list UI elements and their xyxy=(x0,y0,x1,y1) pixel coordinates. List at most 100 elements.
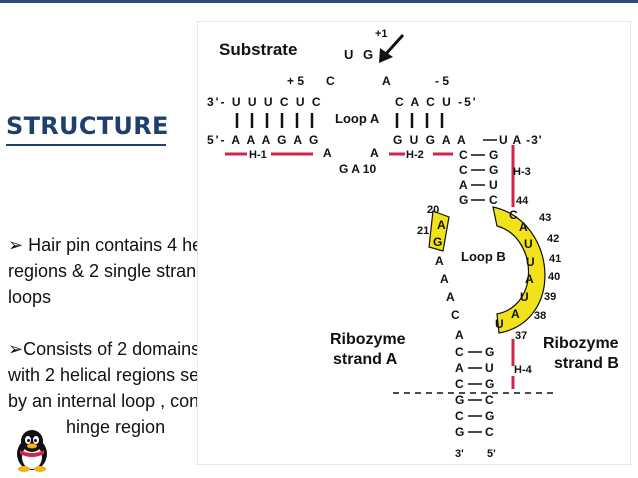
svg-text:A: A xyxy=(440,272,449,286)
helix4-pair-dashes xyxy=(468,351,482,433)
svg-text:U: U xyxy=(489,178,498,192)
svg-text:G: G xyxy=(485,345,494,359)
loop-b-yellow-left xyxy=(428,210,450,252)
position-44: 44 xyxy=(516,195,529,207)
substrate-label: Substrate xyxy=(219,40,297,59)
bullet-line: regions & 2 single stranded xyxy=(8,261,227,281)
helix1-pairs xyxy=(235,113,314,128)
position-20: 20 xyxy=(427,204,439,216)
top-accent-bar xyxy=(0,0,638,3)
svg-text:C: C xyxy=(455,345,464,359)
seq-ua3: U A -3' xyxy=(499,133,543,147)
helix2-label: H-2 xyxy=(406,149,424,161)
bullet-line: loops xyxy=(8,287,52,307)
svg-text:C: C xyxy=(459,148,468,162)
bullet-line: Consists of 2 domains , each xyxy=(23,339,255,359)
loop-b-yellow-right-nts: C A U U A U A U xyxy=(495,208,535,331)
helix3-pair-dashes xyxy=(471,154,485,201)
svg-text:G: G xyxy=(455,425,464,439)
helix4-left-strand: A C A C G C G xyxy=(455,328,464,439)
svg-text:U: U xyxy=(495,317,504,331)
helix3-right-strand: G G U C xyxy=(489,148,498,207)
loop-a-ga10: G A 10 xyxy=(339,162,376,176)
nt-a-top: A xyxy=(382,74,391,88)
bullet-list: ➢ Hair pin contains 4 helical regions & … xyxy=(8,232,338,440)
position-plus5: + 5 xyxy=(287,74,304,88)
svg-text:A: A xyxy=(446,290,455,304)
position-41: 41 xyxy=(549,253,561,265)
ribozyme-b-line2: strand B xyxy=(554,355,619,372)
svg-text:C: C xyxy=(509,208,518,222)
svg-text:G: G xyxy=(485,409,494,423)
bullet-line: hinge region xyxy=(66,417,166,437)
svg-text:U: U xyxy=(520,290,529,304)
svg-text:G: G xyxy=(489,148,498,162)
loop-b-yellow-left-nts: A G xyxy=(433,218,446,249)
svg-text:U: U xyxy=(524,237,533,251)
svg-text:C: C xyxy=(485,393,494,407)
svg-text:A: A xyxy=(519,220,528,234)
position-21: 21 xyxy=(417,225,429,237)
bullet-marker: ➢ xyxy=(8,339,24,359)
svg-text:G: G xyxy=(433,235,442,249)
position-plus1: +1 xyxy=(375,28,388,40)
helix4-label: H-4 xyxy=(514,364,533,376)
helix1-label: H-1 xyxy=(249,149,267,161)
svg-text:G: G xyxy=(459,193,468,207)
seq-mid-left: 5'- A A A G A G xyxy=(207,133,320,147)
position-42: 42 xyxy=(547,233,559,245)
position-39: 39 xyxy=(544,291,556,303)
position-38: 38 xyxy=(534,310,546,322)
svg-text:A: A xyxy=(437,218,446,232)
bullet-item-helical: ➢ Hair pin contains 4 helical regions & … xyxy=(8,232,338,310)
cleavage-site-ug: U G xyxy=(344,47,376,62)
position-minus5: - 5 xyxy=(435,74,449,88)
bullet-marker: ➢ xyxy=(8,235,24,255)
svg-text:A: A xyxy=(525,272,534,286)
strand-end-3prime: 3' xyxy=(455,448,464,460)
svg-text:C: C xyxy=(489,193,498,207)
loop-a-nt-a1: A xyxy=(323,146,332,160)
title-underline xyxy=(6,144,166,146)
loop-b-label: Loop B xyxy=(461,249,506,264)
bullet-item-domains: ➢Consists of 2 domains , each with 2 hel… xyxy=(8,336,338,440)
position-40: 40 xyxy=(548,271,560,283)
svg-text:C: C xyxy=(451,308,460,322)
loop-a-label: Loop A xyxy=(335,111,380,126)
ribozyme-a-line1: Ribozyme xyxy=(330,331,406,348)
svg-text:G: G xyxy=(489,163,498,177)
loop-b-left-strand: A A A C xyxy=(435,254,460,322)
seq-mid-right: G U G A A xyxy=(393,133,468,147)
helix3-left-strand: C C A G xyxy=(459,148,468,207)
loop-b-yellow-right xyxy=(492,206,546,334)
bullet-line: by an internal loop , connected xyxy=(8,391,254,411)
helix4-right-strand: G U G C G C xyxy=(485,345,494,439)
seq-top-right: C A C U -5' xyxy=(395,95,478,109)
ribozyme-b-line1: Ribozyme xyxy=(543,335,619,352)
svg-text:U: U xyxy=(485,361,494,375)
svg-text:A: A xyxy=(459,178,468,192)
svg-text:A: A xyxy=(435,254,444,268)
penguin-logo-icon xyxy=(17,430,47,472)
ribozyme-a-line2: strand A xyxy=(333,351,398,368)
svg-text:C: C xyxy=(455,377,464,391)
hammerhead-ribozyme-diagram: Substrate +1 U G + 5 C A - 5 3'- U U U C… xyxy=(197,21,631,465)
helix3-label: H-3 xyxy=(513,166,531,178)
slide-title: STRUCTURE xyxy=(6,112,169,140)
position-43: 43 xyxy=(539,212,551,224)
position-37: 37 xyxy=(515,330,527,342)
cleavage-arrow-icon xyxy=(379,33,405,63)
svg-text:C: C xyxy=(455,409,464,423)
seq-top-left: 3'- U U U C U C xyxy=(207,95,323,109)
svg-text:A: A xyxy=(455,361,464,375)
svg-text:A: A xyxy=(455,328,464,342)
loop-a-nt-a2: A xyxy=(370,146,379,160)
nt-c-top: C xyxy=(326,74,335,88)
bullet-line: Hair pin contains 4 helical xyxy=(23,235,234,255)
svg-text:C: C xyxy=(459,163,468,177)
svg-text:G: G xyxy=(485,377,494,391)
svg-text:C: C xyxy=(485,425,494,439)
strand-end-5prime: 5' xyxy=(487,448,496,460)
svg-text:G: G xyxy=(455,393,464,407)
svg-text:A: A xyxy=(511,307,520,321)
